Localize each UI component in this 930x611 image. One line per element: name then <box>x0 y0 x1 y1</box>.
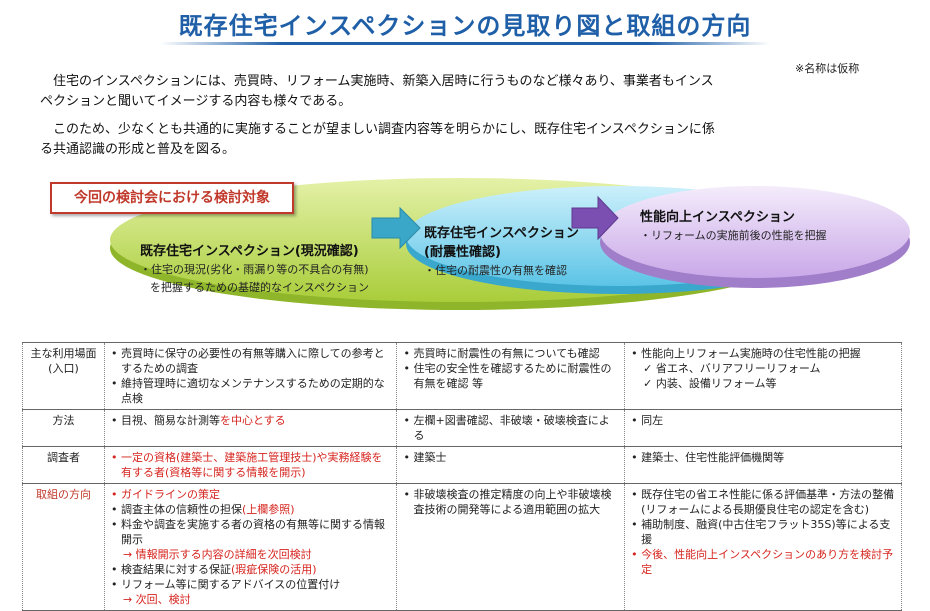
page-title: 既存住宅インスペクションの見取り図と取組の方向 <box>178 12 752 40</box>
list-item: 一定の資格(建築士、建築施工管理技士)や実務経験を有する者(資格等に関する情報を… <box>109 450 393 480</box>
arrow-to-performance-icon <box>571 195 619 241</box>
check-item: ✓ 省エネ、バリアフリーリフォーム <box>643 362 821 375</box>
purple-ellipse <box>600 186 910 278</box>
ellipse-diagram <box>110 178 910 310</box>
row-category: 主な利用場面(入口) <box>22 342 105 410</box>
row-category: 方法 <box>22 409 105 447</box>
list-item: 今後、性能向上インスペクションのあり方を検討予定 <box>629 547 897 577</box>
col2-cell: 左欄+図書確認、非破壊・破壊検査による <box>396 409 626 447</box>
col3-cell: 同左 <box>624 409 902 447</box>
list-item: 料金や調査を実施する者の資格の有無等に関する情報開示 <box>109 517 393 547</box>
method-emphasis: を中心とする <box>219 414 286 427</box>
list-item: 建築士、住宅性能評価機関等 <box>629 450 897 465</box>
scope-label: 今回の検討会における検討対象 <box>50 182 294 214</box>
list-item: 同左 <box>629 413 897 428</box>
col2-cell: 非破壊検査の推定精度の向上や非破壊検査技術の開発等による適用範囲の拡大 <box>396 483 626 611</box>
ellipse-seismic-title-2: (耐震性確認) <box>424 245 501 260</box>
list-item: リフォーム等に関するアドバイスの位置付け <box>109 577 393 592</box>
advice-next: → 次回、検討 <box>122 593 191 606</box>
row-category: 調査者 <box>22 446 105 484</box>
method-text: 目視、簡易な計測等 <box>120 414 220 427</box>
credibility-note: (上欄参照) <box>241 503 295 516</box>
ellipse-existing-title: 既存住宅インスペクション(現況確認) <box>140 244 359 259</box>
credibility-text: 調査主体の信頼性の担保 <box>120 503 242 516</box>
col1-cell: 売買時に保守の必要性の有無等購入に際しての参考とするための調査 維持管理時に適切… <box>103 342 398 410</box>
col1-cell: 目視、簡易な計測等を中心とする <box>103 409 398 447</box>
ellipse-performance-desc: ・リフォームの実施前後の性能を把握 <box>640 229 827 242</box>
ellipse-seismic-text: 既存住宅インスペクション (耐震性確認) ・住宅の耐震性の有無を確認 <box>424 222 579 278</box>
intro-paragraph-1: 住宅のインスペクションには、売買時、リフォーム実施時、新築入居時に行うものなど様… <box>40 74 714 109</box>
list-item: 既存住宅の省エネ性能に係る評価基準・方法の整備(リフォームによる長期優良住宅の認… <box>629 487 897 517</box>
ellipse-existing-desc-1: ・住宅の現況(劣化・雨漏り等の不具合の有無) <box>140 263 369 276</box>
check-item: ✓ 内装、設備リフォーム等 <box>643 377 777 390</box>
list-item: 調査主体の信頼性の担保(上欄参照) <box>109 502 393 517</box>
ellipse-performance-title: 性能向上インスペクション <box>640 210 795 225</box>
col3-cell: 性能向上リフォーム実施時の住宅性能の把握 ✓ 省エネ、バリアフリーリフォーム ✓… <box>624 342 902 410</box>
col3-cell: 既存住宅の省エネ性能に係る評価基準・方法の整備(リフォームによる長期優良住宅の認… <box>624 483 902 611</box>
table-row: 取組の方向 ガイドラインの策定 調査主体の信頼性の担保(上欄参照) 料金や調査を… <box>22 483 902 611</box>
table-row: 主な利用場面(入口) 売買時に保守の必要性の有無等購入に際しての参考とするための… <box>22 342 902 410</box>
comparison-table: 主な利用場面(入口) 売買時に保守の必要性の有無等購入に際しての参考とするための… <box>22 342 902 611</box>
list-item: 建築士 <box>401 450 620 465</box>
list-item: 性能向上リフォーム実施時の住宅性能の把握 <box>629 346 897 361</box>
list-item: 売買時に保守の必要性の有無等購入に際しての参考とするための調査 <box>109 346 393 376</box>
table-row: 調査者 一定の資格(建築士、建築施工管理技士)や実務経験を有する者(資格等に関す… <box>22 446 902 484</box>
ellipse-seismic-title-1: 既存住宅インスペクション <box>424 226 579 241</box>
col1-cell: ガイドラインの策定 調査主体の信頼性の担保(上欄参照) 料金や調査を実施する者の… <box>103 483 398 611</box>
disclosure-next: → 情報開示する内容の詳細を次回検討 <box>122 548 312 561</box>
ellipse-performance-text: 性能向上インスペクション ・リフォームの実施前後の性能を把握 <box>640 206 827 243</box>
list-item: 維持管理時に適切なメンテナンスするための定期的な点検 <box>109 376 393 406</box>
list-item: 検査結果に対する保証(瑕疵保険の活用) <box>109 562 393 577</box>
ellipse-existing-desc-2: を把握するための基礎的なインスペクション <box>150 281 370 294</box>
ellipse-seismic-desc: ・住宅の耐震性の有無を確認 <box>424 264 567 277</box>
list-item: 左欄+図書確認、非破壊・破壊検査による <box>401 413 620 443</box>
list-item: 売買時に耐震性の有無についても確認 <box>401 346 620 361</box>
inspection-diagram: 今回の検討会における検討対象 既存住宅インスペクション(現況確認) ・住宅の現況… <box>0 150 930 340</box>
list-item: 住宅の安全性を確認するために耐震性の有無を確認 等 <box>401 361 620 391</box>
list-item: 非破壊検査の推定精度の向上や非破壊検査技術の開発等による適用範囲の拡大 <box>401 487 620 517</box>
title-underline <box>160 42 770 45</box>
col1-cell: 一定の資格(建築士、建築施工管理技士)や実務経験を有する者(資格等に関する情報を… <box>103 446 398 484</box>
warranty-note: (瑕疵保険の活用) <box>230 563 317 576</box>
row-category: 取組の方向 <box>22 483 105 611</box>
list-item: 補助制度、融資(中古住宅フラット35S)等による支援 <box>629 517 897 547</box>
col2-cell: 建築士 <box>396 446 626 484</box>
table-row: 方法 目視、簡易な計測等を中心とする 左欄+図書確認、非破壊・破壊検査による 同… <box>22 409 902 447</box>
intro-paragraph-2: このため、少なくとも共通的に実施することが望ましい調査内容等を明らかにし、既存住… <box>40 122 715 157</box>
list-item: 目視、簡易な計測等を中心とする <box>109 413 393 428</box>
ellipse-existing-text: 既存住宅インスペクション(現況確認) ・住宅の現況(劣化・雨漏り等の不具合の有無… <box>140 240 369 295</box>
intro-text: 住宅のインスペクションには、売買時、リフォーム実施時、新築入居時に行うものなど様… <box>40 72 720 168</box>
name-note: ※名称は仮称 <box>795 62 860 75</box>
warranty-text: 検査結果に対する保証 <box>120 563 231 576</box>
list-item: ガイドラインの策定 <box>109 487 393 502</box>
arrow-to-seismic-icon <box>371 206 421 250</box>
col3-cell: 建築士、住宅性能評価機関等 <box>624 446 902 484</box>
col2-cell: 売買時に耐震性の有無についても確認 住宅の安全性を確認するために耐震性の有無を確… <box>396 342 626 410</box>
